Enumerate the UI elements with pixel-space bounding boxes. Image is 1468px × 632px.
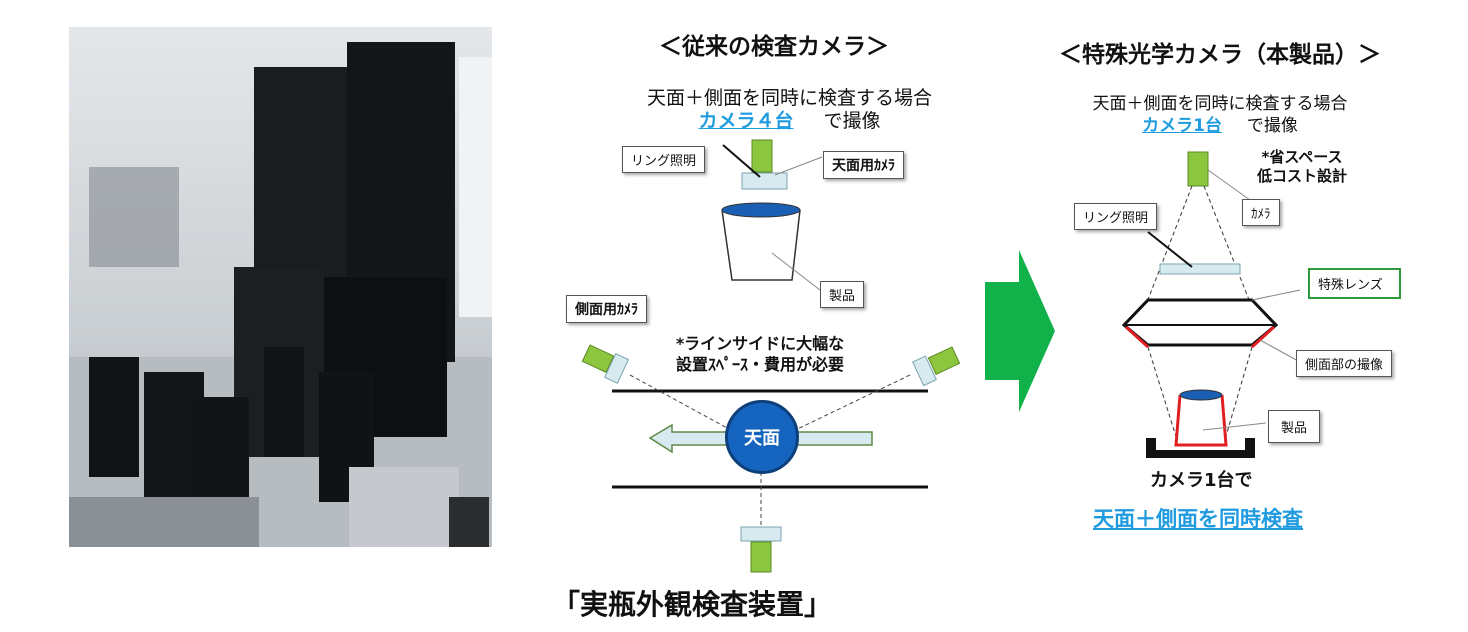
special-side-label: 側面部の撮像 — [1296, 350, 1393, 377]
special-product-cup-top — [1179, 389, 1223, 401]
ring-light-label: リング照明 — [622, 146, 706, 173]
special-camera-count: カメラ1台 で撮像 — [1075, 111, 1365, 136]
special-ring-light-label: リング照明 — [1074, 203, 1158, 230]
side-camera-right-light — [912, 355, 938, 387]
special-condition-text: 天面＋側面を同時に検査する場合 — [1092, 94, 1348, 114]
special-side-label-text: 側面部の撮像 — [1305, 358, 1384, 373]
special-camera-count-link: カメラ1台 — [1142, 116, 1223, 136]
special-note: *省スペース 低コスト設計 — [1242, 148, 1362, 186]
product-label-text: 製品 — [829, 289, 856, 304]
special-ring-light-label-text: リング照明 — [1083, 211, 1149, 226]
bottom-camera-light — [740, 526, 782, 542]
special-camera-label-text: ｶﾒﾗ — [1251, 207, 1271, 222]
side-camera-right-body — [927, 346, 960, 375]
special-product-cup — [1174, 394, 1228, 447]
product-cup — [721, 209, 801, 281]
bottom-camera-body — [750, 541, 772, 573]
side-camera-left-body — [581, 344, 615, 373]
conventional-camera-count-link: カメラ４台 — [698, 110, 794, 132]
side-camera-left-light — [604, 353, 630, 384]
special-lens-label-text: 特殊レンズ — [1318, 278, 1383, 293]
top-camera-body — [751, 139, 773, 173]
special-note-line1: *省スペース — [1261, 148, 1343, 166]
conventional-note-line2: 設置ｽﾍﾟｰｽ・費用が必要 — [675, 355, 844, 374]
special-camera-body — [1187, 151, 1209, 187]
conventional-condition-text: 天面＋側面を同時に検査する場合 — [646, 87, 932, 109]
side-camera-label: 側面用ｶﾒﾗ — [566, 295, 647, 323]
conventional-note: *ラインサイドに大幅な 設置ｽﾍﾟｰｽ・費用が必要 — [640, 333, 880, 375]
top-camera-label: 天面用ｶﾒﾗ — [823, 151, 904, 179]
top-ring-light — [741, 172, 788, 190]
special-camera-label: ｶﾒﾗ — [1242, 199, 1280, 226]
conventional-heading: ＜従来の検査カメラ＞ — [659, 34, 889, 60]
special-product-base — [1146, 438, 1255, 458]
special-diagram — [1121, 151, 1300, 458]
product-cup-top — [721, 202, 801, 218]
special-camera-count-suffix: で撮像 — [1246, 116, 1298, 136]
conventional-camera-count: カメラ４台 で撮像 — [622, 106, 957, 133]
special-lens-label: 特殊レンズ — [1308, 268, 1401, 299]
page-caption: 「実瓶外観検査装置」 — [552, 588, 833, 621]
machine-illustration — [69, 27, 492, 547]
transition-arrow — [985, 250, 1055, 412]
special-ring-light — [1159, 263, 1241, 275]
special-result-line1: カメラ1台で — [1150, 470, 1253, 491]
top-surface-circle-label: 天面 — [744, 428, 780, 449]
product-label: 製品 — [820, 281, 865, 308]
special-product-label: 製品 — [1268, 410, 1321, 443]
ring-light-label-text: リング照明 — [631, 154, 697, 169]
conventional-camera-count-suffix: で撮像 — [823, 110, 881, 132]
conventional-note-line1: *ラインサイドに大幅な — [675, 334, 845, 353]
top-surface-circle: 天面 — [725, 400, 799, 474]
special-lens — [1121, 298, 1279, 347]
special-note-line2: 低コスト設計 — [1256, 167, 1347, 185]
machine-photo — [69, 27, 492, 547]
special-product-label-text: 製品 — [1281, 421, 1308, 436]
special-heading: ＜特殊光学カメラ（本製品）＞ — [1059, 42, 1381, 68]
special-result-line2: 天面＋側面を同時検査 — [1093, 507, 1303, 531]
